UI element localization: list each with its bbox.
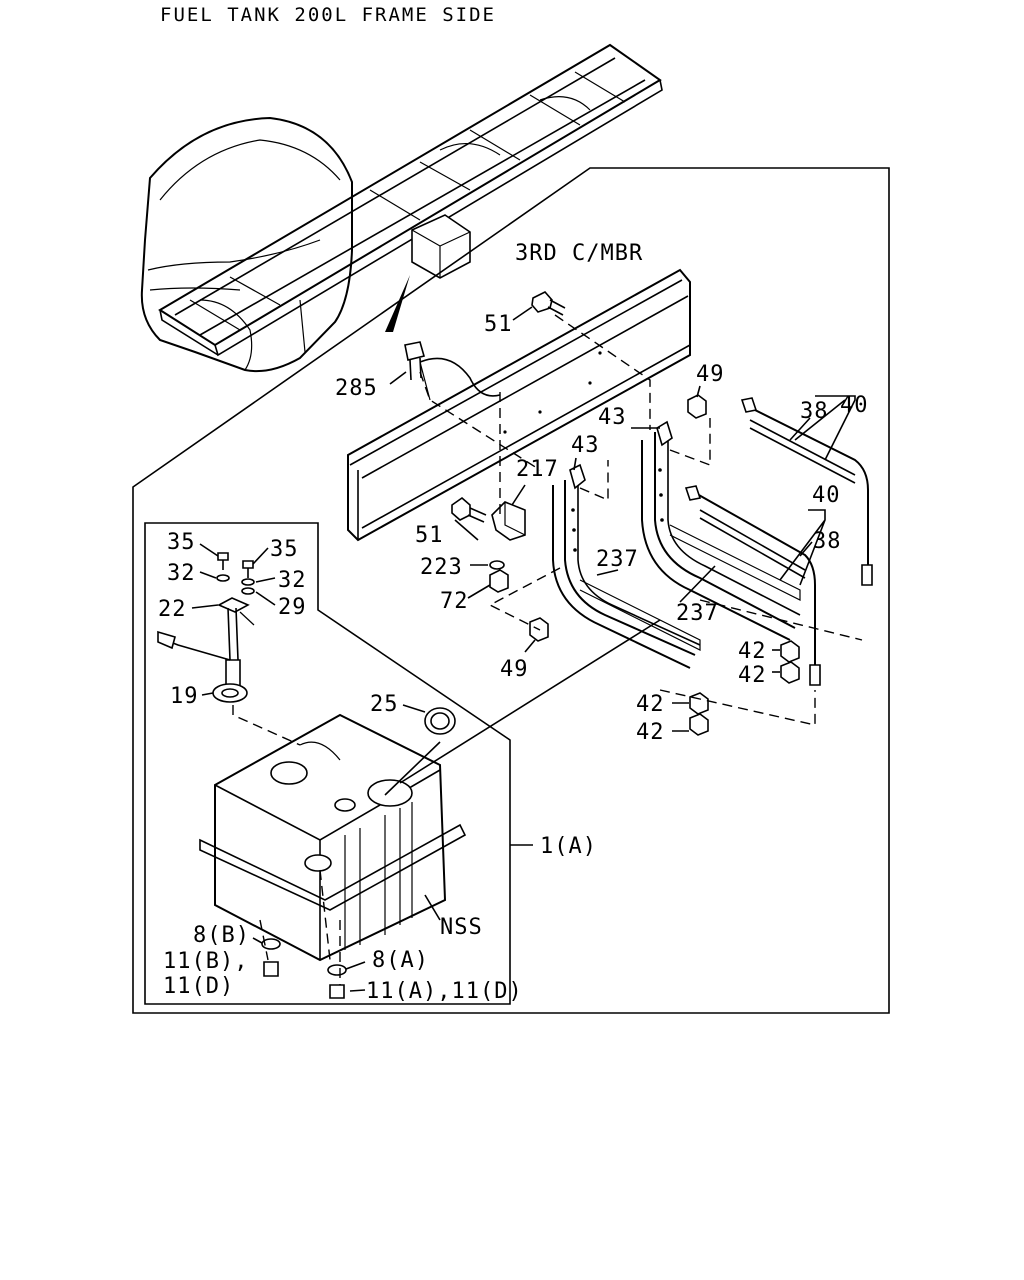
callout-19: 19 bbox=[170, 684, 199, 709]
callout-42-d: 42 bbox=[636, 720, 665, 745]
callout-8a: 8(A) bbox=[372, 948, 429, 973]
callout-8b: 8(B) bbox=[193, 923, 250, 948]
callout-51-upper: 51 bbox=[484, 312, 513, 337]
callout-223: 223 bbox=[420, 555, 463, 580]
nut-42-a bbox=[780, 640, 800, 663]
callout-49-lower: 49 bbox=[500, 657, 529, 682]
nut-42-b bbox=[780, 661, 800, 684]
callout-35-right: 35 bbox=[270, 537, 299, 562]
nut-72 bbox=[489, 569, 509, 593]
callout-51-lower: 51 bbox=[415, 523, 444, 548]
callout-43-upper: 43 bbox=[598, 405, 627, 430]
tank-subassembly-outline bbox=[144, 522, 511, 1005]
callout-237-right: 237 bbox=[676, 601, 719, 626]
callout-25: 25 bbox=[370, 692, 399, 717]
washer-8a bbox=[327, 964, 347, 976]
filler-cap-25 bbox=[424, 707, 456, 735]
callout-32-left: 32 bbox=[167, 561, 196, 586]
third-crossmember-beam bbox=[347, 268, 691, 542]
strap-rod-38-upper bbox=[740, 397, 873, 586]
nut-42-d bbox=[689, 713, 709, 736]
callout-11b: 11(B), bbox=[163, 949, 248, 974]
washer-8b bbox=[261, 938, 281, 950]
callout-43-lower: 43 bbox=[571, 433, 600, 458]
washer-32-right bbox=[241, 578, 255, 586]
plug-11b bbox=[263, 961, 279, 977]
callout-38-upper: 38 bbox=[800, 399, 829, 424]
fuel-tank-body bbox=[199, 713, 467, 962]
bolt-51-upper bbox=[531, 291, 566, 316]
screw-35-right bbox=[242, 560, 254, 578]
callout-40-upper: 40 bbox=[840, 393, 869, 418]
callout-nss: NSS bbox=[440, 915, 483, 940]
gasket-19 bbox=[212, 683, 248, 703]
callout-29: 29 bbox=[278, 595, 307, 620]
assembly-centerlines bbox=[232, 314, 863, 985]
callout-217: 217 bbox=[516, 457, 559, 482]
location-label-3rd-crossmember: 3RD C/MBR bbox=[515, 241, 643, 266]
tank-hanger-43-and-strap-237-left bbox=[552, 463, 701, 669]
callout-42-a: 42 bbox=[738, 639, 767, 664]
callout-11a-11d: 11(A),11(D) bbox=[366, 979, 523, 1004]
bolt-51-lower bbox=[451, 496, 487, 523]
diagram-title: FUEL TANK 200L FRAME SIDE bbox=[160, 4, 496, 26]
callout-72: 72 bbox=[440, 589, 469, 614]
washer-32-left bbox=[216, 574, 230, 582]
callout-11d: 11(D) bbox=[163, 974, 234, 999]
callout-49-upper: 49 bbox=[696, 362, 725, 387]
callout-22: 22 bbox=[158, 597, 187, 622]
screw-35-left bbox=[217, 552, 229, 570]
nut-49-upper bbox=[687, 394, 707, 419]
truck-overview-illustration bbox=[140, 43, 663, 373]
callout-40-lower: 40 bbox=[812, 483, 841, 508]
callout-38-lower: 38 bbox=[813, 529, 842, 554]
strap-rod-38-lower bbox=[684, 485, 821, 686]
leader-lines bbox=[191, 306, 856, 992]
bracket-217 bbox=[491, 501, 526, 541]
assembly-outline bbox=[132, 167, 890, 1014]
callout-42-c: 42 bbox=[636, 692, 665, 717]
callout-35-left: 35 bbox=[167, 530, 196, 555]
tank-hanger-43-and-strap-237-right bbox=[641, 420, 801, 641]
callout-237-left: 237 bbox=[596, 547, 639, 572]
callout-1a: 1(A) bbox=[540, 834, 597, 859]
fuel-gauge-sender-unit bbox=[157, 597, 255, 691]
callout-42-b: 42 bbox=[738, 663, 767, 688]
plug-11a bbox=[329, 984, 345, 999]
washer-223 bbox=[489, 560, 505, 570]
callout-32-right: 32 bbox=[278, 568, 307, 593]
washer-29 bbox=[241, 587, 255, 595]
nut-42-c bbox=[689, 692, 709, 715]
callout-285: 285 bbox=[335, 376, 378, 401]
